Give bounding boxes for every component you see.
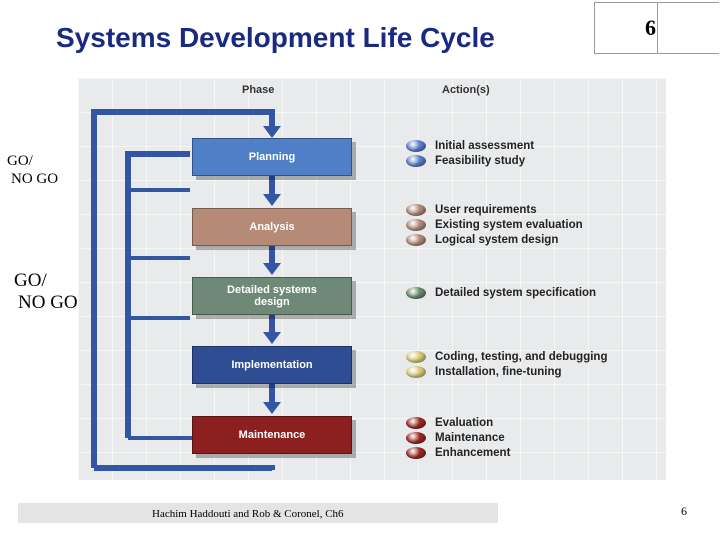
action-item: User requirements <box>406 202 583 217</box>
actions-header: Action(s) <box>442 84 490 96</box>
phase-label: Planning <box>248 151 296 163</box>
footer-bar <box>18 503 498 523</box>
phase-implementation: Implementation <box>192 346 352 384</box>
bullet-icon <box>406 416 426 429</box>
action-item: Coding, testing, and debugging <box>406 349 607 364</box>
down-arrow-head <box>263 263 281 275</box>
implementation-actions: Coding, testing, and debugging Installat… <box>406 349 607 379</box>
bullet-icon <box>406 218 426 231</box>
go-no-go-label-1: GO/ NO GO <box>7 153 59 187</box>
footer-credit: Hachim Haddouti and Rob & Coronel, Ch6 <box>152 508 344 520</box>
down-arrow-head <box>263 402 281 414</box>
bullet-icon <box>406 139 426 152</box>
action-item: Evaluation <box>406 415 510 430</box>
arrow-to-planning <box>263 126 281 138</box>
slide-number: 6 <box>645 15 656 40</box>
phase-label: Analysis <box>249 221 295 233</box>
maintenance-actions: Evaluation Maintenance Enhancement <box>406 415 510 460</box>
action-item: Feasibility study <box>406 153 534 168</box>
bullet-icon <box>406 203 426 216</box>
design-actions: Detailed system specification <box>406 285 596 300</box>
down-arrow-head <box>263 332 281 344</box>
bullet-icon <box>406 431 426 444</box>
bullet-icon <box>406 350 426 363</box>
phase-analysis: Analysis <box>192 208 352 246</box>
slide-number-box: 6 <box>594 2 719 54</box>
action-item: Initial assessment <box>406 138 534 153</box>
go-no-go-label-2: GO/ NO GO <box>14 270 78 313</box>
analysis-actions: User requirements Existing system evalua… <box>406 202 583 247</box>
phase-label: Maintenance <box>238 429 306 441</box>
phase-header: Phase <box>242 84 275 96</box>
phase-label: Implementation <box>231 359 313 371</box>
outer-feedback-line <box>91 109 275 468</box>
action-item: Detailed system specification <box>406 285 596 300</box>
phase-planning: Planning <box>192 138 352 176</box>
bullet-icon <box>406 446 426 459</box>
action-item: Logical system design <box>406 232 583 247</box>
action-item: Installation, fine-tuning <box>406 364 607 379</box>
phase-label: Detailed systems design <box>227 284 317 308</box>
planning-actions: Initial assessment Feasibility study <box>406 138 534 168</box>
inner-feedback-line <box>125 151 190 438</box>
slide-title: Systems Development Life Cycle <box>56 22 495 53</box>
action-item: Maintenance <box>406 430 510 445</box>
phase-maintenance: Maintenance <box>192 416 352 454</box>
flow-lines <box>91 109 281 471</box>
bullet-icon <box>406 286 426 299</box>
bullet-icon <box>406 365 426 378</box>
action-item: Enhancement <box>406 445 510 460</box>
bullet-icon <box>406 154 426 167</box>
down-arrow-head <box>263 194 281 206</box>
sdlc-diagram: Phase Action(s) Planning Analysis Detail… <box>78 78 666 480</box>
bullet-icon <box>406 233 426 246</box>
page-number: 6 <box>681 504 687 518</box>
action-item: Existing system evaluation <box>406 217 583 232</box>
phase-detailed-systems-design: Detailed systems design <box>192 277 352 315</box>
